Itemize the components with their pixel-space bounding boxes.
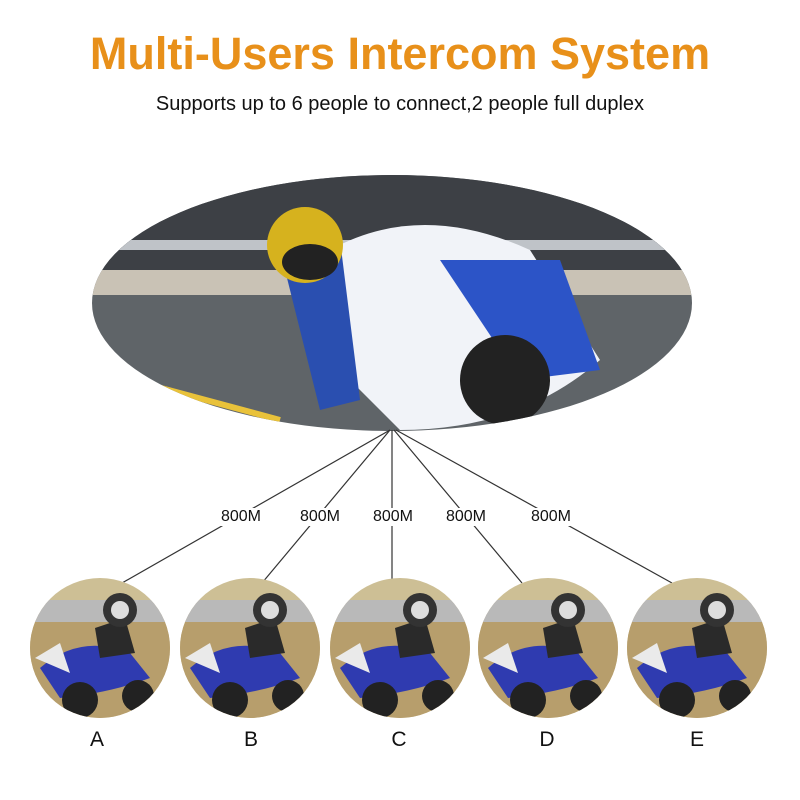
- page-title: Multi-Users Intercom System: [89, 28, 711, 79]
- subtitle: Supports up to 6 people to connect,2 peo…: [155, 93, 645, 115]
- distance-label-c: 800M: [370, 508, 416, 526]
- user-label-a: A: [89, 728, 105, 751]
- user-avatars: [30, 578, 767, 718]
- user-avatar-c: [330, 578, 470, 718]
- distance-label-a: 800M: [218, 508, 264, 526]
- connection-lines: [121, 429, 673, 584]
- user-label-d: D: [539, 728, 555, 751]
- user-avatar-b: [180, 578, 320, 718]
- user-label-b: B: [243, 728, 259, 751]
- user-avatar-a: [30, 578, 170, 718]
- distance-label-d: 800M: [443, 508, 489, 526]
- user-label-e: E: [689, 728, 705, 751]
- user-label-c: C: [391, 728, 407, 751]
- distance-label-e: 800M: [528, 508, 574, 526]
- user-avatar-d: [478, 578, 618, 718]
- user-avatar-e: [627, 578, 767, 718]
- distance-label-b: 800M: [297, 508, 343, 526]
- main-rider-photo: [92, 175, 692, 431]
